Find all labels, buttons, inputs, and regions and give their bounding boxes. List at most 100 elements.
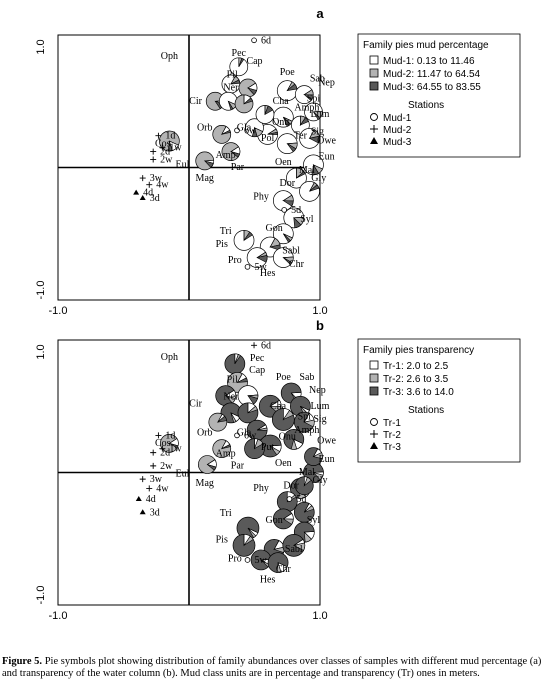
family-label: Gly xyxy=(313,475,328,486)
family-label: Put xyxy=(261,442,275,453)
pie-divider xyxy=(247,82,256,89)
family-pie xyxy=(208,412,228,432)
caption-text: Pie symbols plot showing distribution of… xyxy=(2,656,542,679)
family-pie xyxy=(218,91,238,111)
family-label: Cap xyxy=(249,365,265,376)
family-label: Lum xyxy=(311,401,330,412)
pie-slice xyxy=(303,94,314,102)
family-label: Mag xyxy=(196,173,214,184)
family-pie xyxy=(245,118,264,138)
pie-divider xyxy=(283,194,292,201)
pie-divider xyxy=(267,128,277,135)
pie-divider xyxy=(304,503,310,513)
family-pie xyxy=(271,408,295,431)
pie-slice xyxy=(264,105,274,116)
pie-divider xyxy=(313,448,319,457)
family-pie xyxy=(304,102,323,122)
family-label: Cos xyxy=(155,438,171,449)
station-label: 3d xyxy=(150,193,160,204)
family-pie xyxy=(236,516,260,540)
pie-slice xyxy=(276,562,282,573)
family-label: Onu xyxy=(272,117,289,128)
family-label: Gla xyxy=(237,122,252,133)
pie-slice xyxy=(313,111,321,120)
pie-divider xyxy=(304,89,313,95)
station-marker-plus xyxy=(251,342,258,349)
pie-divider xyxy=(293,539,304,546)
legend-station-label: Tr-2 xyxy=(383,430,401,441)
y-tick-label: -1.0 xyxy=(35,281,47,300)
legend-swatch xyxy=(369,373,379,383)
family-label: Orb xyxy=(197,427,213,438)
legend-class-label: Mud-2: 11.47 to 64.54 xyxy=(383,69,481,80)
x-tick-label: 1.0 xyxy=(312,305,327,317)
family-pie xyxy=(272,190,294,211)
station-label: 4d xyxy=(143,188,153,199)
pie-slice xyxy=(230,412,237,423)
family-pie xyxy=(272,106,294,128)
pie-slice xyxy=(221,444,231,449)
family-label: Amph xyxy=(294,425,319,436)
station-label: 1d xyxy=(165,131,175,142)
pie-slice xyxy=(230,151,240,158)
family-label: Par xyxy=(231,162,245,173)
legend-triangle-icon xyxy=(370,442,378,449)
pie-slice xyxy=(234,354,241,365)
family-label: Oen xyxy=(275,458,292,469)
pie-divider xyxy=(309,129,315,139)
legend-station-label: Mud-3 xyxy=(383,137,412,148)
family-label: Mal xyxy=(299,467,315,478)
family-label: Orb xyxy=(197,122,213,133)
pie-slice xyxy=(283,233,291,243)
pie-divider xyxy=(283,513,292,520)
y-tick-label: -1.0 xyxy=(35,586,47,605)
pie-divider xyxy=(247,527,259,534)
station-label: 5w xyxy=(255,262,268,273)
pie-slice xyxy=(243,231,253,241)
family-pie xyxy=(237,402,259,424)
legend-class-label: Tr-1: 2.0 to 2.5 xyxy=(383,361,449,372)
family-pie xyxy=(291,115,310,135)
pie-slice xyxy=(169,443,179,449)
station-marker-plus xyxy=(150,462,157,469)
family-label: Syl xyxy=(300,214,314,225)
family-label: Eun xyxy=(318,454,334,465)
pie-slice xyxy=(203,160,214,168)
station-marker-triangle xyxy=(139,509,146,515)
family-pie xyxy=(299,181,320,202)
station-label: 6d xyxy=(261,340,271,351)
family-label: Poe xyxy=(276,372,292,383)
family-label: Pro xyxy=(228,553,242,564)
family-pie xyxy=(212,125,232,144)
family-pie xyxy=(276,491,298,512)
pie-slice xyxy=(243,535,254,546)
family-pie xyxy=(293,411,315,433)
family-label: Pil xyxy=(227,69,238,80)
family-label: Dor xyxy=(283,480,299,491)
family-label: Sabl xyxy=(285,544,303,555)
station-marker-plus xyxy=(159,445,166,452)
station-marker-plus xyxy=(139,175,146,182)
legend-box xyxy=(357,338,521,463)
family-label: Tri xyxy=(220,508,232,519)
family-label: Sab xyxy=(310,73,325,84)
family-label: Pil xyxy=(227,374,238,385)
pie-slice xyxy=(290,438,298,450)
family-label: Pis xyxy=(216,535,228,546)
pie-divider xyxy=(313,164,323,170)
station-marker-plus xyxy=(150,156,157,163)
family-label: Syl xyxy=(307,515,321,526)
family-pie xyxy=(250,549,272,571)
family-label: Mag xyxy=(196,478,214,489)
pie-divider xyxy=(256,424,266,431)
pie-divider xyxy=(313,110,323,113)
station-marker-triangle xyxy=(135,496,142,501)
family-label: Pis xyxy=(216,239,228,250)
legend-plus-icon xyxy=(370,430,378,438)
pie-divider xyxy=(204,159,214,162)
pie-divider xyxy=(273,540,280,550)
y-tick-label: 1.0 xyxy=(35,344,47,359)
family-label: Sig xyxy=(313,414,326,425)
pie-slice xyxy=(282,200,294,207)
station-label: 2w xyxy=(160,155,173,166)
